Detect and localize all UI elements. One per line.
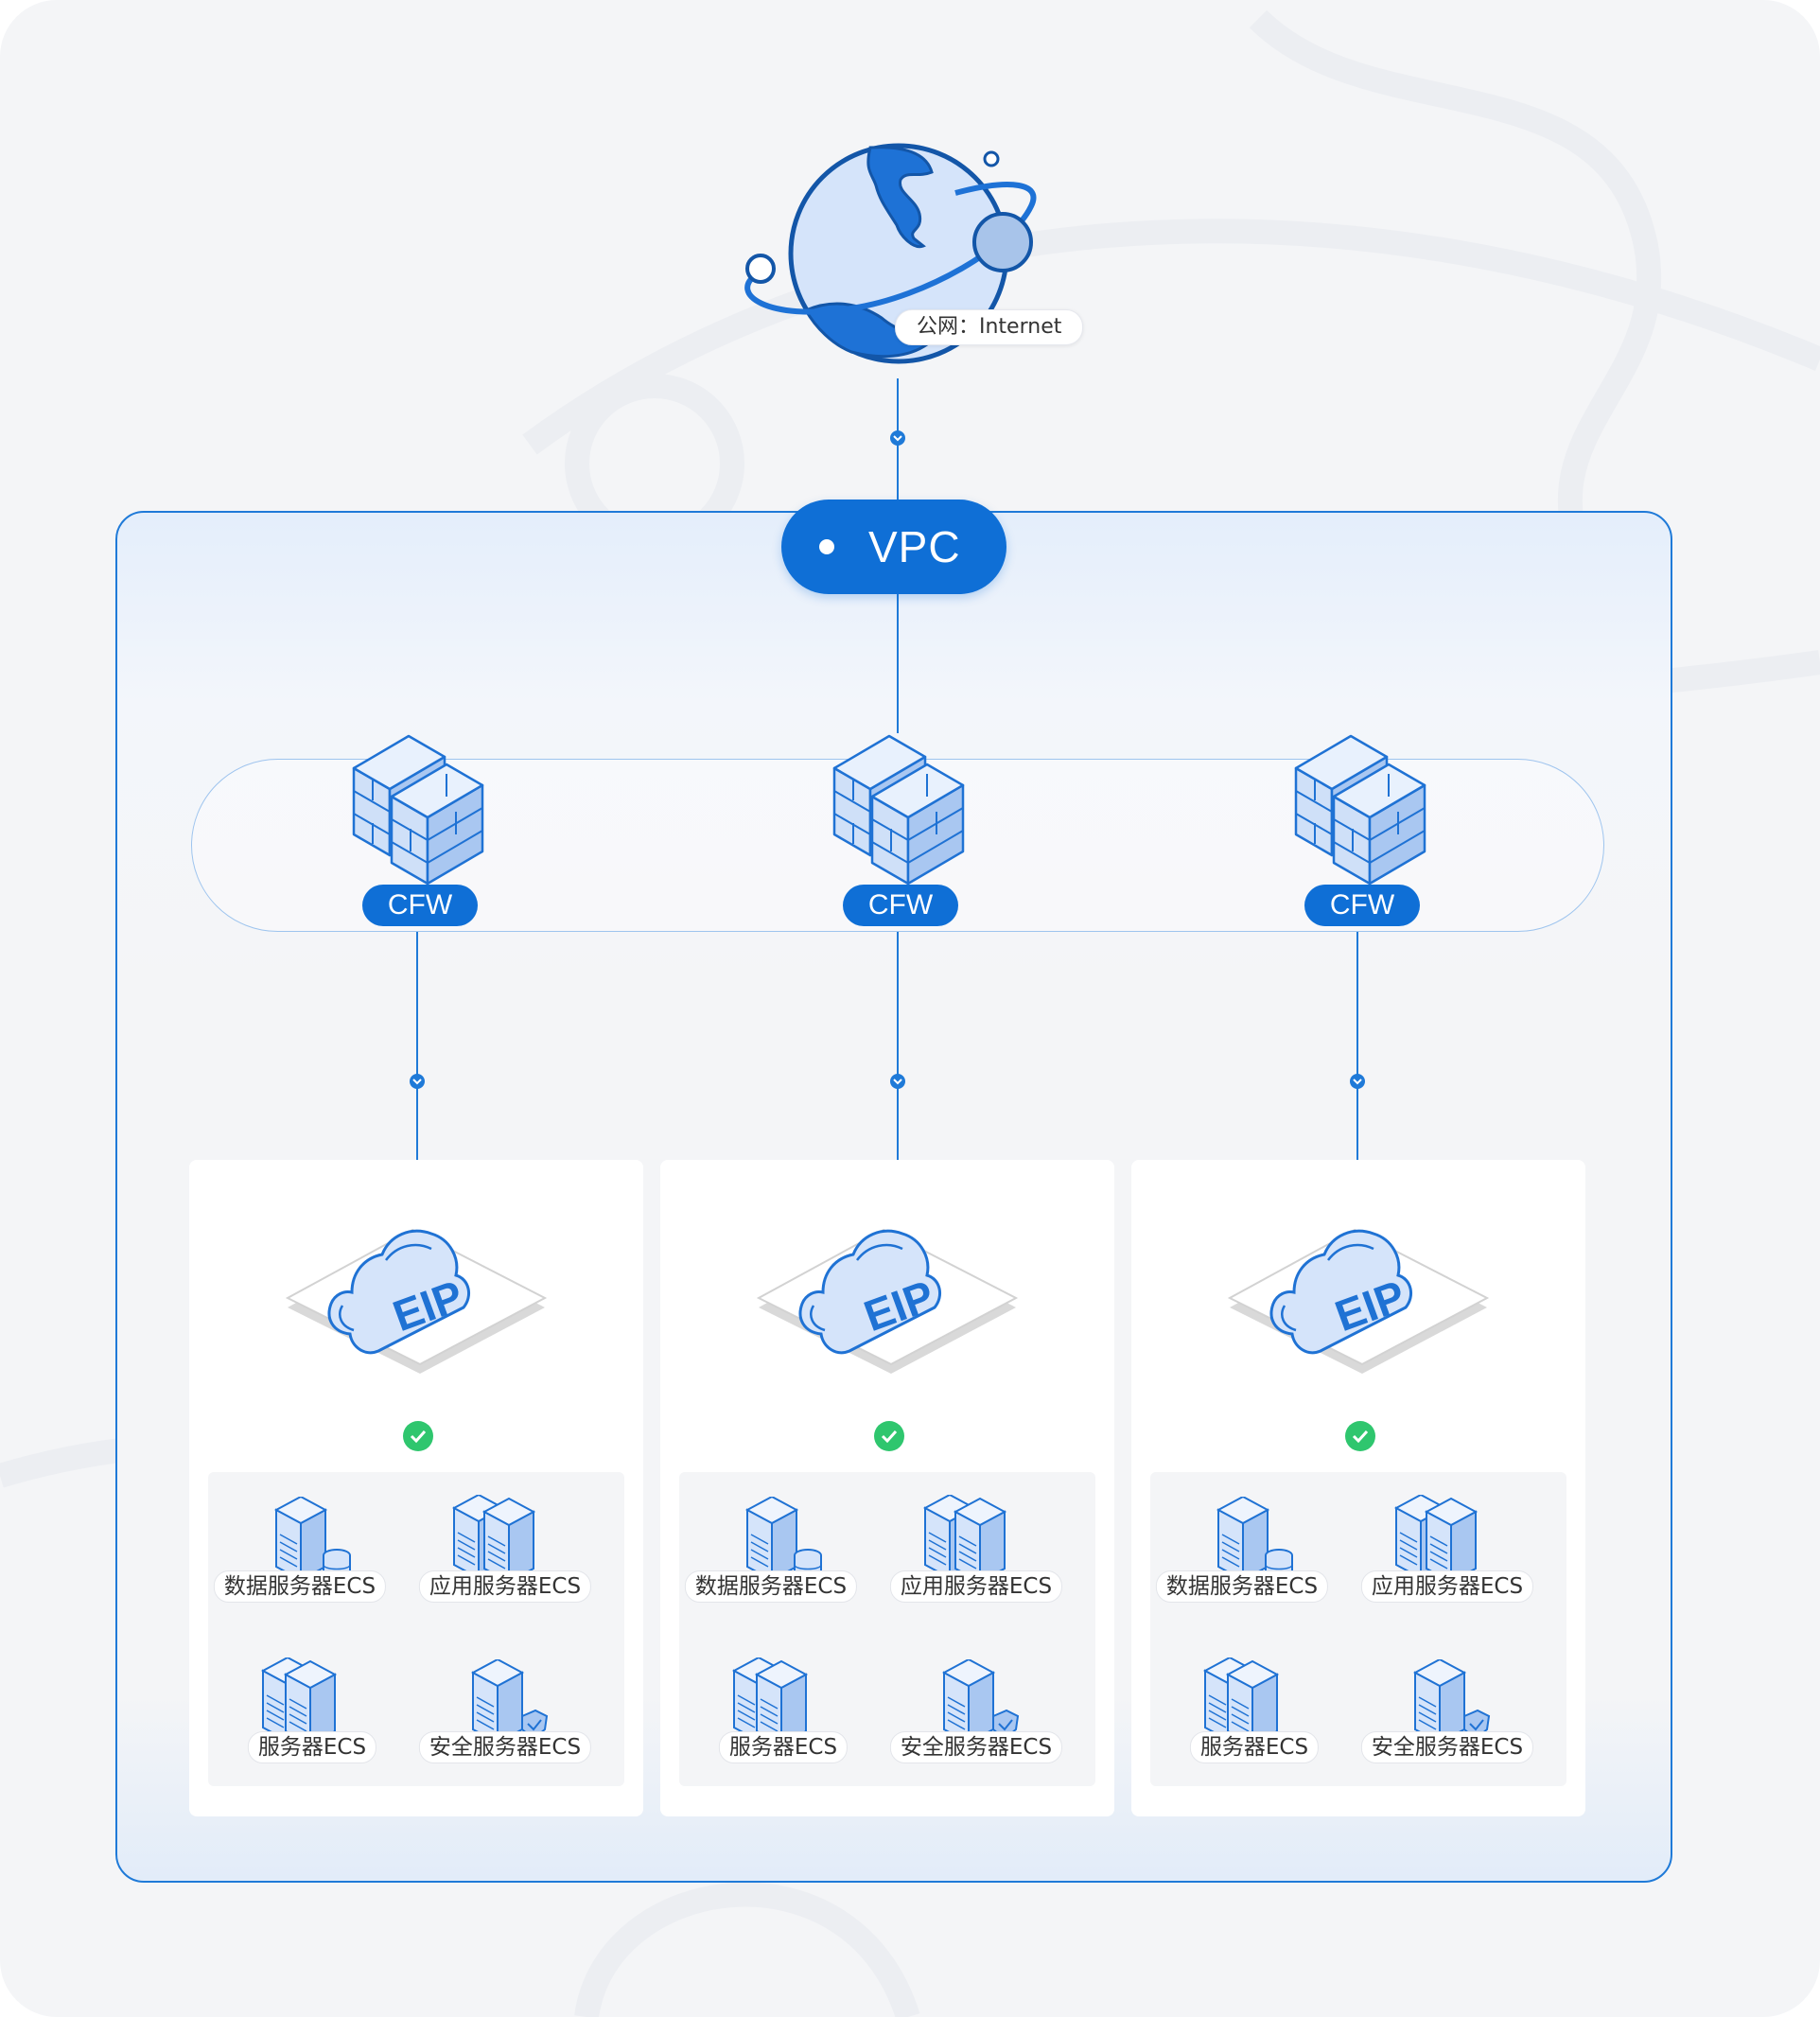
vpc-label: VPC xyxy=(868,522,961,571)
application-server-icon xyxy=(924,1495,1006,1582)
firewall-icon xyxy=(352,734,484,886)
connector-chevron-icon xyxy=(410,1074,425,1089)
vpc-dot-icon xyxy=(819,539,834,554)
server-label: 应用服务器ECS xyxy=(1360,1570,1534,1603)
connector-chevron-icon xyxy=(1350,1074,1365,1089)
server-label: 服务器ECS xyxy=(247,1731,377,1763)
subnet-panel: EIP 数据服务器ECS 应用服务器ECS 服务器ECS 安全服务器ECS xyxy=(189,1160,643,1816)
firewall-icon xyxy=(832,734,965,886)
check-icon xyxy=(403,1421,433,1451)
check-icon xyxy=(1345,1421,1375,1451)
check-icon xyxy=(874,1421,904,1451)
connector-chevron-icon xyxy=(890,1074,905,1089)
server-label: 数据服务器ECS xyxy=(1155,1570,1329,1603)
internet-label: 公网：Internet xyxy=(895,309,1084,345)
server-label: 安全服务器ECS xyxy=(889,1731,1063,1763)
application-server-icon xyxy=(453,1495,534,1582)
cfw-label: CFW xyxy=(1304,885,1420,926)
connector-chevron-icon xyxy=(890,430,905,446)
server-label: 应用服务器ECS xyxy=(418,1570,592,1603)
cfw-label: CFW xyxy=(843,885,958,926)
vpc-badge: VPC xyxy=(781,500,1006,594)
server-label: 服务器ECS xyxy=(1189,1731,1320,1763)
server-label: 数据服务器ECS xyxy=(684,1570,858,1603)
server-group: 数据服务器ECS 应用服务器ECS 服务器ECS 安全服务器ECS xyxy=(1150,1472,1566,1786)
server-group: 数据服务器ECS 应用服务器ECS 服务器ECS 安全服务器ECS xyxy=(208,1472,624,1786)
server-label: 应用服务器ECS xyxy=(889,1570,1063,1603)
globe-icon xyxy=(744,143,1037,364)
eip-cloud-icon: EIP xyxy=(286,1228,547,1376)
subnet-panel: EIP 数据服务器ECS 应用服务器ECS 服务器ECS 安全服务器ECS xyxy=(1131,1160,1585,1816)
server-label: 服务器ECS xyxy=(718,1731,849,1763)
firewall-icon xyxy=(1294,734,1426,886)
application-server-icon xyxy=(1395,1495,1477,1582)
subnet-panel: EIP 数据服务器ECS 应用服务器ECS 服务器ECS 安全服务器ECS xyxy=(660,1160,1114,1816)
cfw-label: CFW xyxy=(362,885,478,926)
server-label: 安全服务器ECS xyxy=(1360,1731,1534,1763)
eip-cloud-icon: EIP xyxy=(757,1228,1018,1376)
server-group: 数据服务器ECS 应用服务器ECS 服务器ECS 安全服务器ECS xyxy=(679,1472,1095,1786)
server-label: 安全服务器ECS xyxy=(418,1731,592,1763)
server-label: 数据服务器ECS xyxy=(213,1570,387,1603)
eip-cloud-icon: EIP xyxy=(1228,1228,1489,1376)
